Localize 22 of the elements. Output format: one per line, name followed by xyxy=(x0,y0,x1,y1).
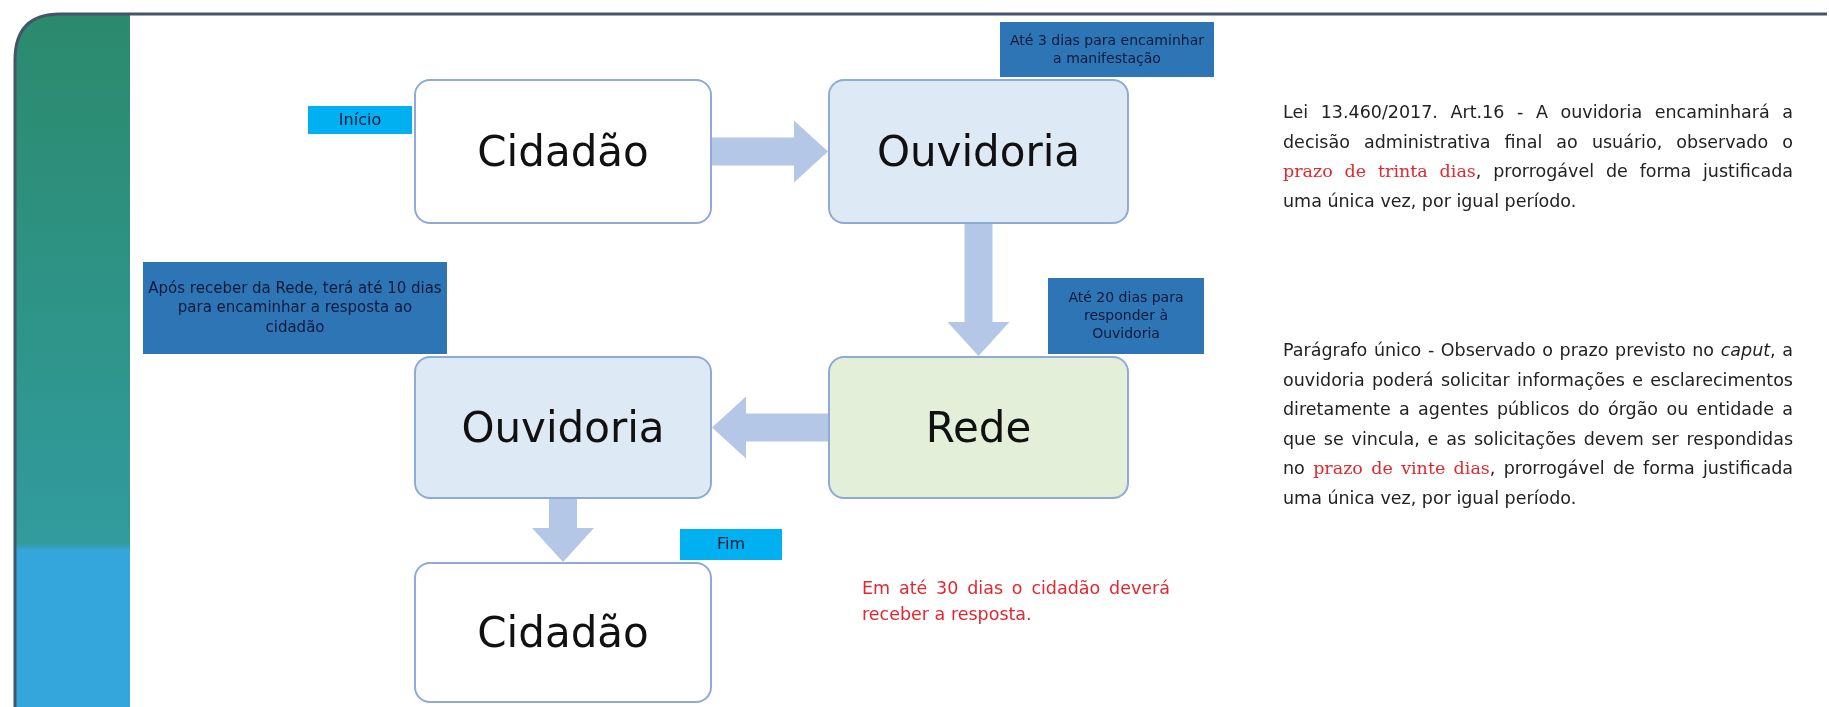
block-arrow xyxy=(712,120,828,183)
block-arrow xyxy=(532,499,594,562)
duration-tag: Após receber da Rede, terá até 10 dias para encaminhar a resposta ao cidadão xyxy=(143,262,447,354)
deadline-note: Em até 30 dias o cidadão deverá receber a resposta. xyxy=(862,577,1170,626)
duration-tag: Até 20 dias para responder à Ouvidoria xyxy=(1048,278,1204,354)
box-label: Cidadão xyxy=(477,608,649,657)
duration-tag: Até 3 dias para encaminhar a manifestação xyxy=(1000,22,1214,77)
box-label: Rede xyxy=(925,403,1032,452)
process-box xyxy=(414,356,712,499)
duration-tag: Fim xyxy=(680,529,782,560)
process-box xyxy=(828,356,1129,499)
process-box xyxy=(828,79,1129,224)
box-label: Ouvidoria xyxy=(461,403,665,452)
box-label: Ouvidoria xyxy=(876,127,1081,176)
block-arrow xyxy=(947,224,1010,356)
law-paragraph: Parágrafo único - Observado o prazo previsto no caput, a ouvidoria poderá solicitar informações e esclarecimentos diretamente a agentes públicos do órgão ou entidade a que se vincula, e as solicitações devem ser respondidas no prazo de vinte dias, prorrogável de forma justificada uma única vez, por igual período. xyxy=(1283,339,1793,510)
block-arrow xyxy=(712,396,828,459)
law-paragraph: Lei 13.460/2017. Art.16 - A ouvidoria encaminhará a decisão administrativa final ao usuário, observado o prazo de trinta dias, prorrogável de forma justificada uma única vez, por igual período. xyxy=(1283,101,1793,213)
process-box xyxy=(414,562,712,703)
duration-tag: Início xyxy=(308,106,412,134)
process-box xyxy=(414,79,712,224)
box-label: Cidadão xyxy=(477,127,649,176)
